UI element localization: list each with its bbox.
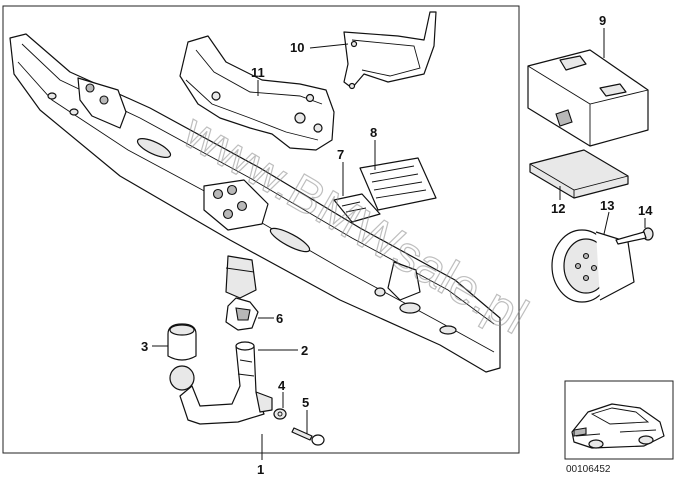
callout-10: 10 [290,40,304,55]
callout-3: 3 [141,339,148,354]
callout-6: 6 [276,311,283,326]
label-sticker-7 [333,193,381,223]
pin-part-5 [291,427,325,446]
screw-14 [615,227,654,245]
callout-13: 13 [600,198,614,213]
electrical-box-9 [527,49,649,147]
retainer-clip-6 [225,297,259,331]
tow-ball-neck-2 [169,341,273,425]
trailer-socket-13 [551,229,635,303]
callout-1: 1 [257,462,264,477]
callout-2: 2 [301,343,308,358]
callout-8: 8 [370,125,377,140]
diagram-code: 00106452 [566,464,611,475]
mounting-bracket-11 [179,35,335,151]
callout-14: 14 [638,203,653,218]
callout-4: 4 [278,378,286,393]
vehicle-thumbnail [564,380,674,460]
info-plate-8 [359,157,437,211]
bumper-carrier-crossmember [9,33,501,373]
washer-part-4 [273,408,287,420]
mounting-plate-10 [343,11,437,90]
callout-9: 9 [599,13,606,28]
foam-pad-12 [529,149,629,199]
callout-7: 7 [337,147,344,162]
callout-12: 12 [551,201,565,216]
thumbnail-frame [564,380,674,460]
leader-lines [152,28,646,460]
protective-cap-3 [167,323,197,361]
group-frame [2,5,520,454]
callout-11: 11 [251,65,265,80]
callout-5: 5 [302,395,309,410]
callout-numbers: 1 2 3 4 5 6 7 8 9 10 11 12 13 14 [141,13,653,477]
